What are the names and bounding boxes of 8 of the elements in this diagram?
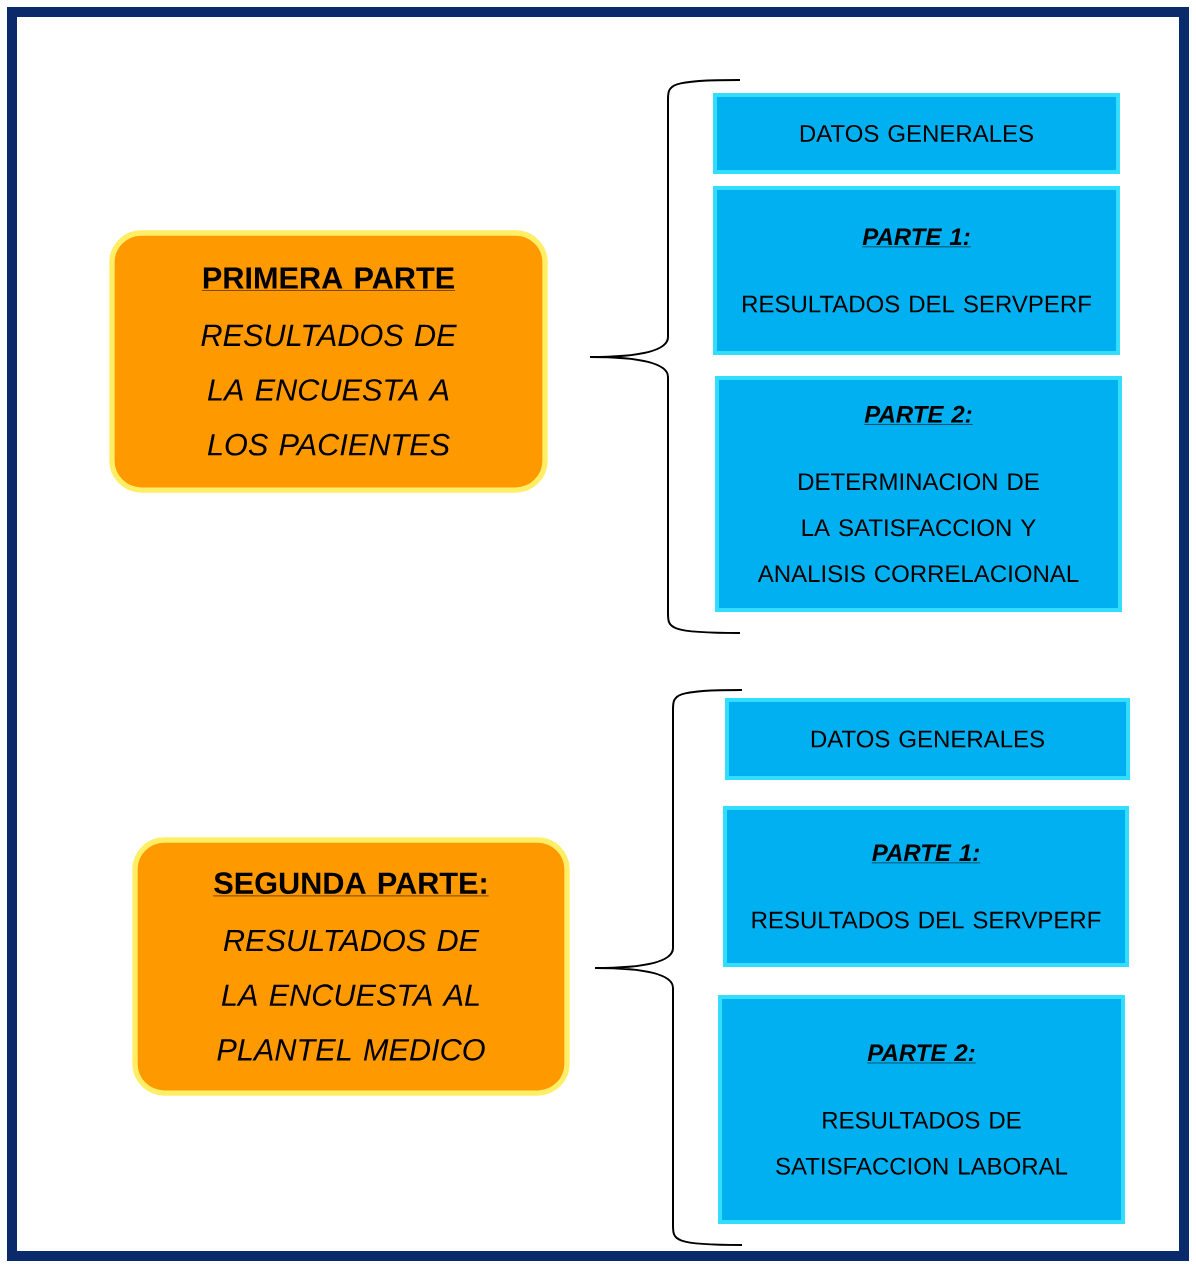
content-box: PARTE 2: RESULTADOS DE SATISFACCION LABORAL	[718, 995, 1125, 1225]
content-box: PARTE 1: RESULTADOS DEL SERVPERF	[713, 186, 1120, 356]
content-box: PARTE 1: RESULTADOS DEL SERVPERF	[723, 806, 1129, 968]
content-box: DATOS GENERALES	[713, 93, 1120, 175]
section-box: SEGUNDA PARTE: RESULTADOS DE LA ENCUESTA AL PLANTEL MEDICO	[132, 837, 570, 1096]
content-box: DATOS GENERALES	[724, 698, 1131, 780]
section-box: PRIMERA PARTE RESULTADOS DE LA ENCUESTA A LOS PACIENTES	[109, 230, 548, 493]
content-box: PARTE 2: DETERMINACION DE LA SATISFACCION Y ANALISIS CORRELACIONAL	[715, 376, 1122, 612]
